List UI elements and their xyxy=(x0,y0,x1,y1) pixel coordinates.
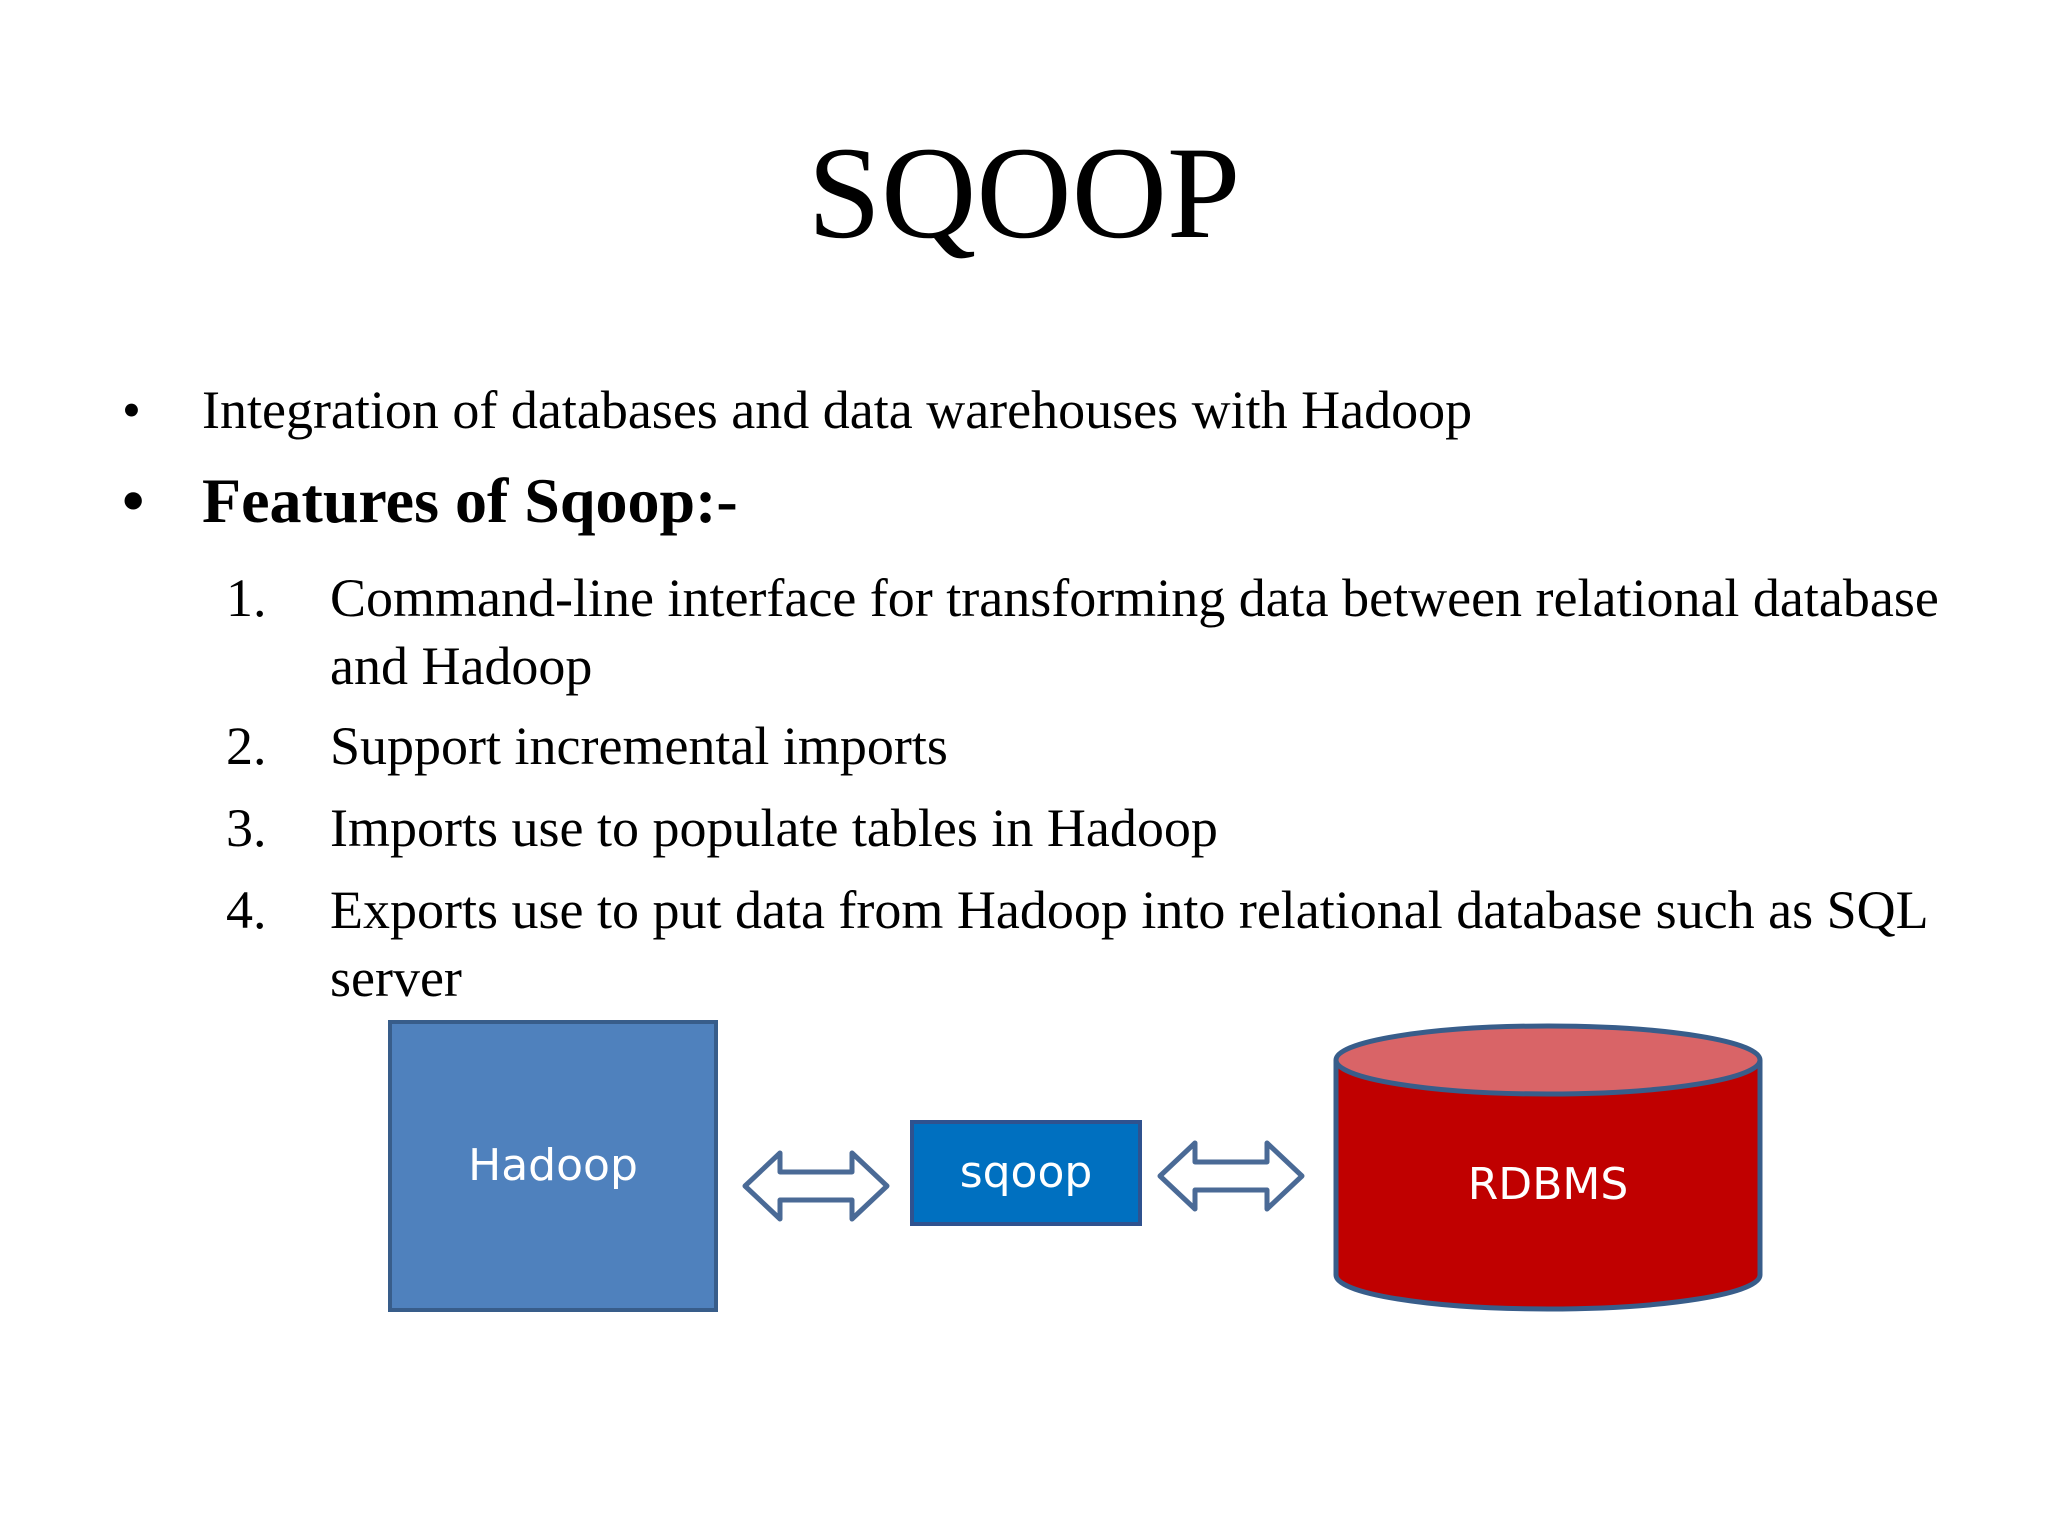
slide-title: SQOOP xyxy=(807,119,1241,266)
feature-text: Exports use to put data from Hadoop into… xyxy=(330,880,1927,1008)
feature-item-4: 4. Exports use to put data from Hadoop i… xyxy=(0,876,2048,1016)
feature-number: 1. xyxy=(226,568,267,628)
bullet-text: Integration of databases and data wareho… xyxy=(202,380,1473,440)
feature-text: Imports use to populate tables in Hadoop xyxy=(330,798,1218,858)
feature-number: 3. xyxy=(226,798,267,858)
sqoop-box xyxy=(910,1120,1142,1226)
double-arrow-icon xyxy=(742,1150,890,1222)
feature-text: Support incremental imports xyxy=(330,716,948,776)
double-arrow-icon xyxy=(1157,1140,1305,1212)
bullet-marker: • xyxy=(122,465,145,536)
database-cylinder-icon xyxy=(1333,1060,1763,1312)
feature-number: 4. xyxy=(226,880,267,940)
hadoop-box xyxy=(388,1020,718,1312)
feature-item-2: 2. Support incremental imports xyxy=(0,712,2048,782)
rdbms-label: RDBMS xyxy=(1467,1159,1629,1210)
sqoop-label: sqoop xyxy=(959,1147,1093,1198)
bullet-text: Features of Sqoop:- xyxy=(202,465,738,536)
feature-item-1: 1. Command-line interface for transformi… xyxy=(0,564,2048,704)
feature-number: 2. xyxy=(226,716,267,776)
feature-text: Command-line interface for transforming … xyxy=(330,568,1939,696)
database-cylinder-top xyxy=(1333,1023,1763,1097)
bullet-marker: • xyxy=(122,380,141,440)
feature-item-3: 3. Imports use to populate tables in Had… xyxy=(0,794,2048,864)
hadoop-label: Hadoop xyxy=(468,1140,638,1191)
